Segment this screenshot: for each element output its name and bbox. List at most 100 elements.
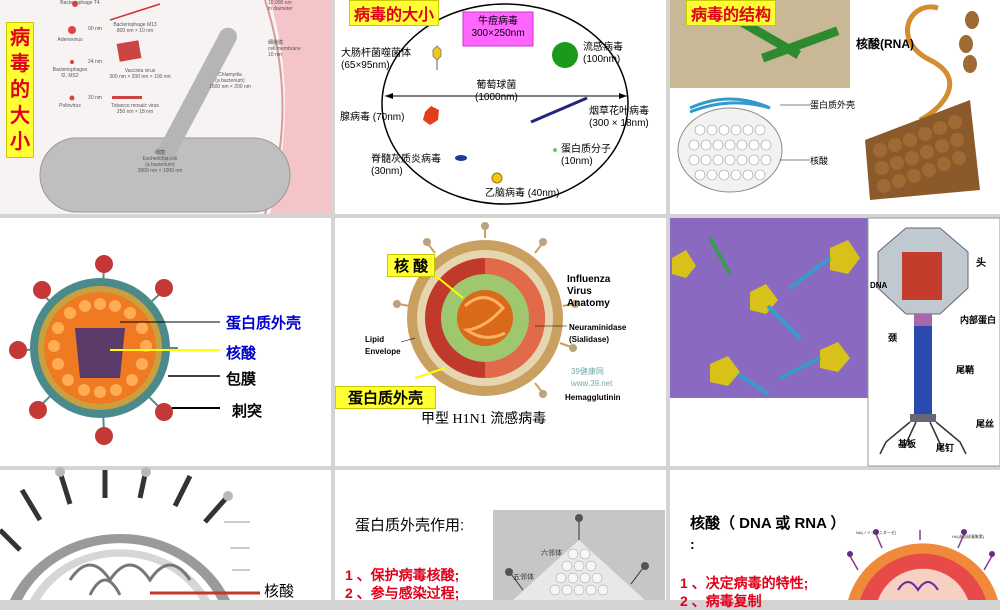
capsid-point-2: 2 、参与感染过程; <box>345 585 460 601</box>
capsid-model-figure <box>493 510 665 600</box>
phage-sheath <box>914 326 932 414</box>
label-smallpox: 牛痘病毒 300×250nm <box>471 16 525 39</box>
phage-m13-shape <box>109 3 161 21</box>
tmv-rod <box>530 96 588 124</box>
virus-model-figure <box>9 255 220 445</box>
label-diameter: 10,000 nm in diameter <box>268 0 293 12</box>
label-protein: 蛋白质分子 (10nm) <box>561 144 611 167</box>
structure-figure <box>670 0 980 200</box>
label-ecoli: 细菌 Escherichia coli (a bacterium) 3000 n… <box>137 150 183 174</box>
label-inner-protein: 内部蛋白 <box>960 315 997 325</box>
slide-virus-size-circle[interactable]: 病毒的大小 牛痘病毒 300×250nm 大肠杆菌噬菌体 (65×95nm) 流… <box>335 0 666 214</box>
label-rna: 核酸(RNA) <box>856 37 914 51</box>
slide1-title: 病毒的大小 <box>6 22 34 158</box>
label-size-30: 30 nm <box>88 95 102 101</box>
slide3-title: 病毒的结构 <box>686 0 777 26</box>
slide-virus-structure[interactable]: 病毒的结构 核酸(RNA) 蛋白质外壳 核酸 <box>670 0 1000 214</box>
nucleic-point-1: 1 、决定病毒的特性; <box>680 575 809 591</box>
nucleic-point-2: 2 、病毒复制 <box>680 593 762 609</box>
label-polio: 脊髓灰质炎病毒 (30nm) <box>371 154 441 177</box>
rna-coil <box>68 563 192 583</box>
label-size-90: 90 nm <box>88 26 102 32</box>
nucleic-heading: 核酸（ DNA 或 RNA ） <box>690 515 846 532</box>
label-hexon: 六邻体 <box>541 550 562 557</box>
label-vaccinia: Vaccinia virus 300 nm × 200 nm × 100 nm <box>109 68 171 80</box>
label-base: 基板 <box>898 439 917 449</box>
flu-virion-figure <box>847 529 998 600</box>
capsid-point-1: 1 、保护病毒核酸; <box>345 567 460 583</box>
label-phage-f2: Bacteriophages f2, MS2 <box>52 67 88 79</box>
label-nucleic: 核 酸 <box>387 254 436 277</box>
encephalitis-shape <box>491 172 503 184</box>
cross-section-figure <box>0 467 260 600</box>
flu-virus-shape <box>552 42 578 68</box>
size-comparison-figure <box>0 0 331 215</box>
label-dna: DNA <box>870 281 888 290</box>
label-phage-t4: Bacteriophage T4 <box>60 0 100 6</box>
size-circle-figure <box>381 3 629 205</box>
label-adeno: 腺病毒 (70nm) <box>340 112 405 123</box>
label-neck: 颈 <box>888 333 898 343</box>
label-encephalitis: 乙脑病毒 (40nm) <box>485 188 560 199</box>
slide-virus-size-chart[interactable]: 病毒的大小 Bacteriophage T4 90 nm Adenovirus … <box>0 0 331 215</box>
label-spikes: 刺突 <box>232 403 263 420</box>
phage-figure <box>670 217 1000 467</box>
label-capsid: 蛋白质外壳 <box>810 100 856 110</box>
label-envelope: 包膜 <box>226 371 257 388</box>
label-penton: 五邻体 <box>513 574 534 581</box>
label-fibers: 尾丝 <box>976 419 995 429</box>
label-nucleic: 核酸 <box>226 345 257 362</box>
label-staph: 葡萄球菌 (1000nm) <box>475 80 518 103</box>
tmv-rod-2 <box>761 26 840 63</box>
label-nucleic: 核酸 <box>810 156 829 166</box>
adeno-shape <box>423 106 439 125</box>
phage-dna <box>902 252 942 300</box>
label-adenovirus: Adenovirus <box>57 37 83 43</box>
label-pins: 尾钉 <box>936 443 955 453</box>
label-size-24: 24 nm <box>88 59 102 65</box>
adenovirus-dot <box>68 26 76 34</box>
slide-nucleic-function[interactable]: 核酸（ DNA 或 RNA ） : 1 、决定病毒的特性; 2 、病毒复制 NA… <box>670 470 1000 609</box>
label-nucleic: 核酸 <box>264 583 295 600</box>
label-phage-m13: Bacteriophage M13 800 nm × 10 nm <box>113 22 157 34</box>
tmv-shape <box>112 96 142 99</box>
vaccinia-shape <box>116 40 142 62</box>
slide-virus-cross-section[interactable]: 核酸 <box>0 467 331 600</box>
protein-dot <box>553 148 557 152</box>
label-hemagglutinin: Hemagglutinin <box>565 393 621 402</box>
label-tmv: Tobacco mosaic virus 250 nm × 18 nm <box>111 103 159 115</box>
smallpox-box <box>462 11 534 47</box>
label-chlamydia: Chlamydia (a bacterium) 1500 nm × 200 nm <box>209 72 251 90</box>
label-flu: 流感病毒 (100nm) <box>583 42 623 65</box>
label-head: 头 <box>976 258 986 269</box>
label-tmv: 烟草花叶病毒 (300 × 18nm) <box>589 106 649 129</box>
label-neuraminidase: Neuraminidase (Sialidase) <box>569 323 627 344</box>
capsid-heading: 蛋白质外壳作用: <box>355 517 465 534</box>
nucleic-core <box>75 328 125 378</box>
label-lipid: Lipid Envelope <box>365 335 401 356</box>
slide-flu-anatomy[interactable]: 核 酸 蛋白质外壳 Influenza Virus Anatomy Neuram… <box>335 218 666 466</box>
polio-shape <box>455 155 467 161</box>
label-capsid: 蛋白质外壳 <box>226 315 302 332</box>
watermark: 39健康网 www.39.net <box>571 367 613 388</box>
slide-phage-structure[interactable]: 头 DNA 内部蛋白 颈 尾鞘 尾丝 基板 尾钉 <box>670 217 1000 467</box>
label-flu-anatomy: Influenza Virus Anatomy <box>567 274 611 309</box>
label-ecoli-phage: 大肠杆菌噬菌体 (65×95nm) <box>341 48 411 71</box>
label-na: NA(ノイラミニダーゼ) <box>856 530 897 535</box>
flu-anatomy-figure <box>393 222 579 398</box>
phage-fibers <box>879 421 967 455</box>
nucleic-colon: : <box>690 536 695 552</box>
label-cell-membrane: 细胞膜 cell membrane 10 nm <box>268 40 301 58</box>
slide-capsid-function[interactable]: 蛋白质外壳作用: 1 、保护病毒核酸; 2 、参与感染过程; 六邻体 五邻体 <box>335 470 666 601</box>
slide2-title: 病毒的大小 <box>349 0 440 26</box>
label-capsid: 蛋白质外壳 <box>335 386 437 409</box>
rna-helix <box>689 97 771 114</box>
slide-virus-model[interactable]: 蛋白质外壳 核酸 包膜 刺突 <box>0 218 331 466</box>
label-sheath: 尾鞘 <box>956 365 975 375</box>
label-ha: HA(赤血球凝集素) <box>952 534 985 539</box>
chlamydia-shape <box>157 27 237 163</box>
flu-caption: 甲型 H1N1 流感病毒 <box>421 412 547 427</box>
label-poliovirus: Poliovirus <box>59 103 81 109</box>
rna-strand <box>905 4 953 123</box>
